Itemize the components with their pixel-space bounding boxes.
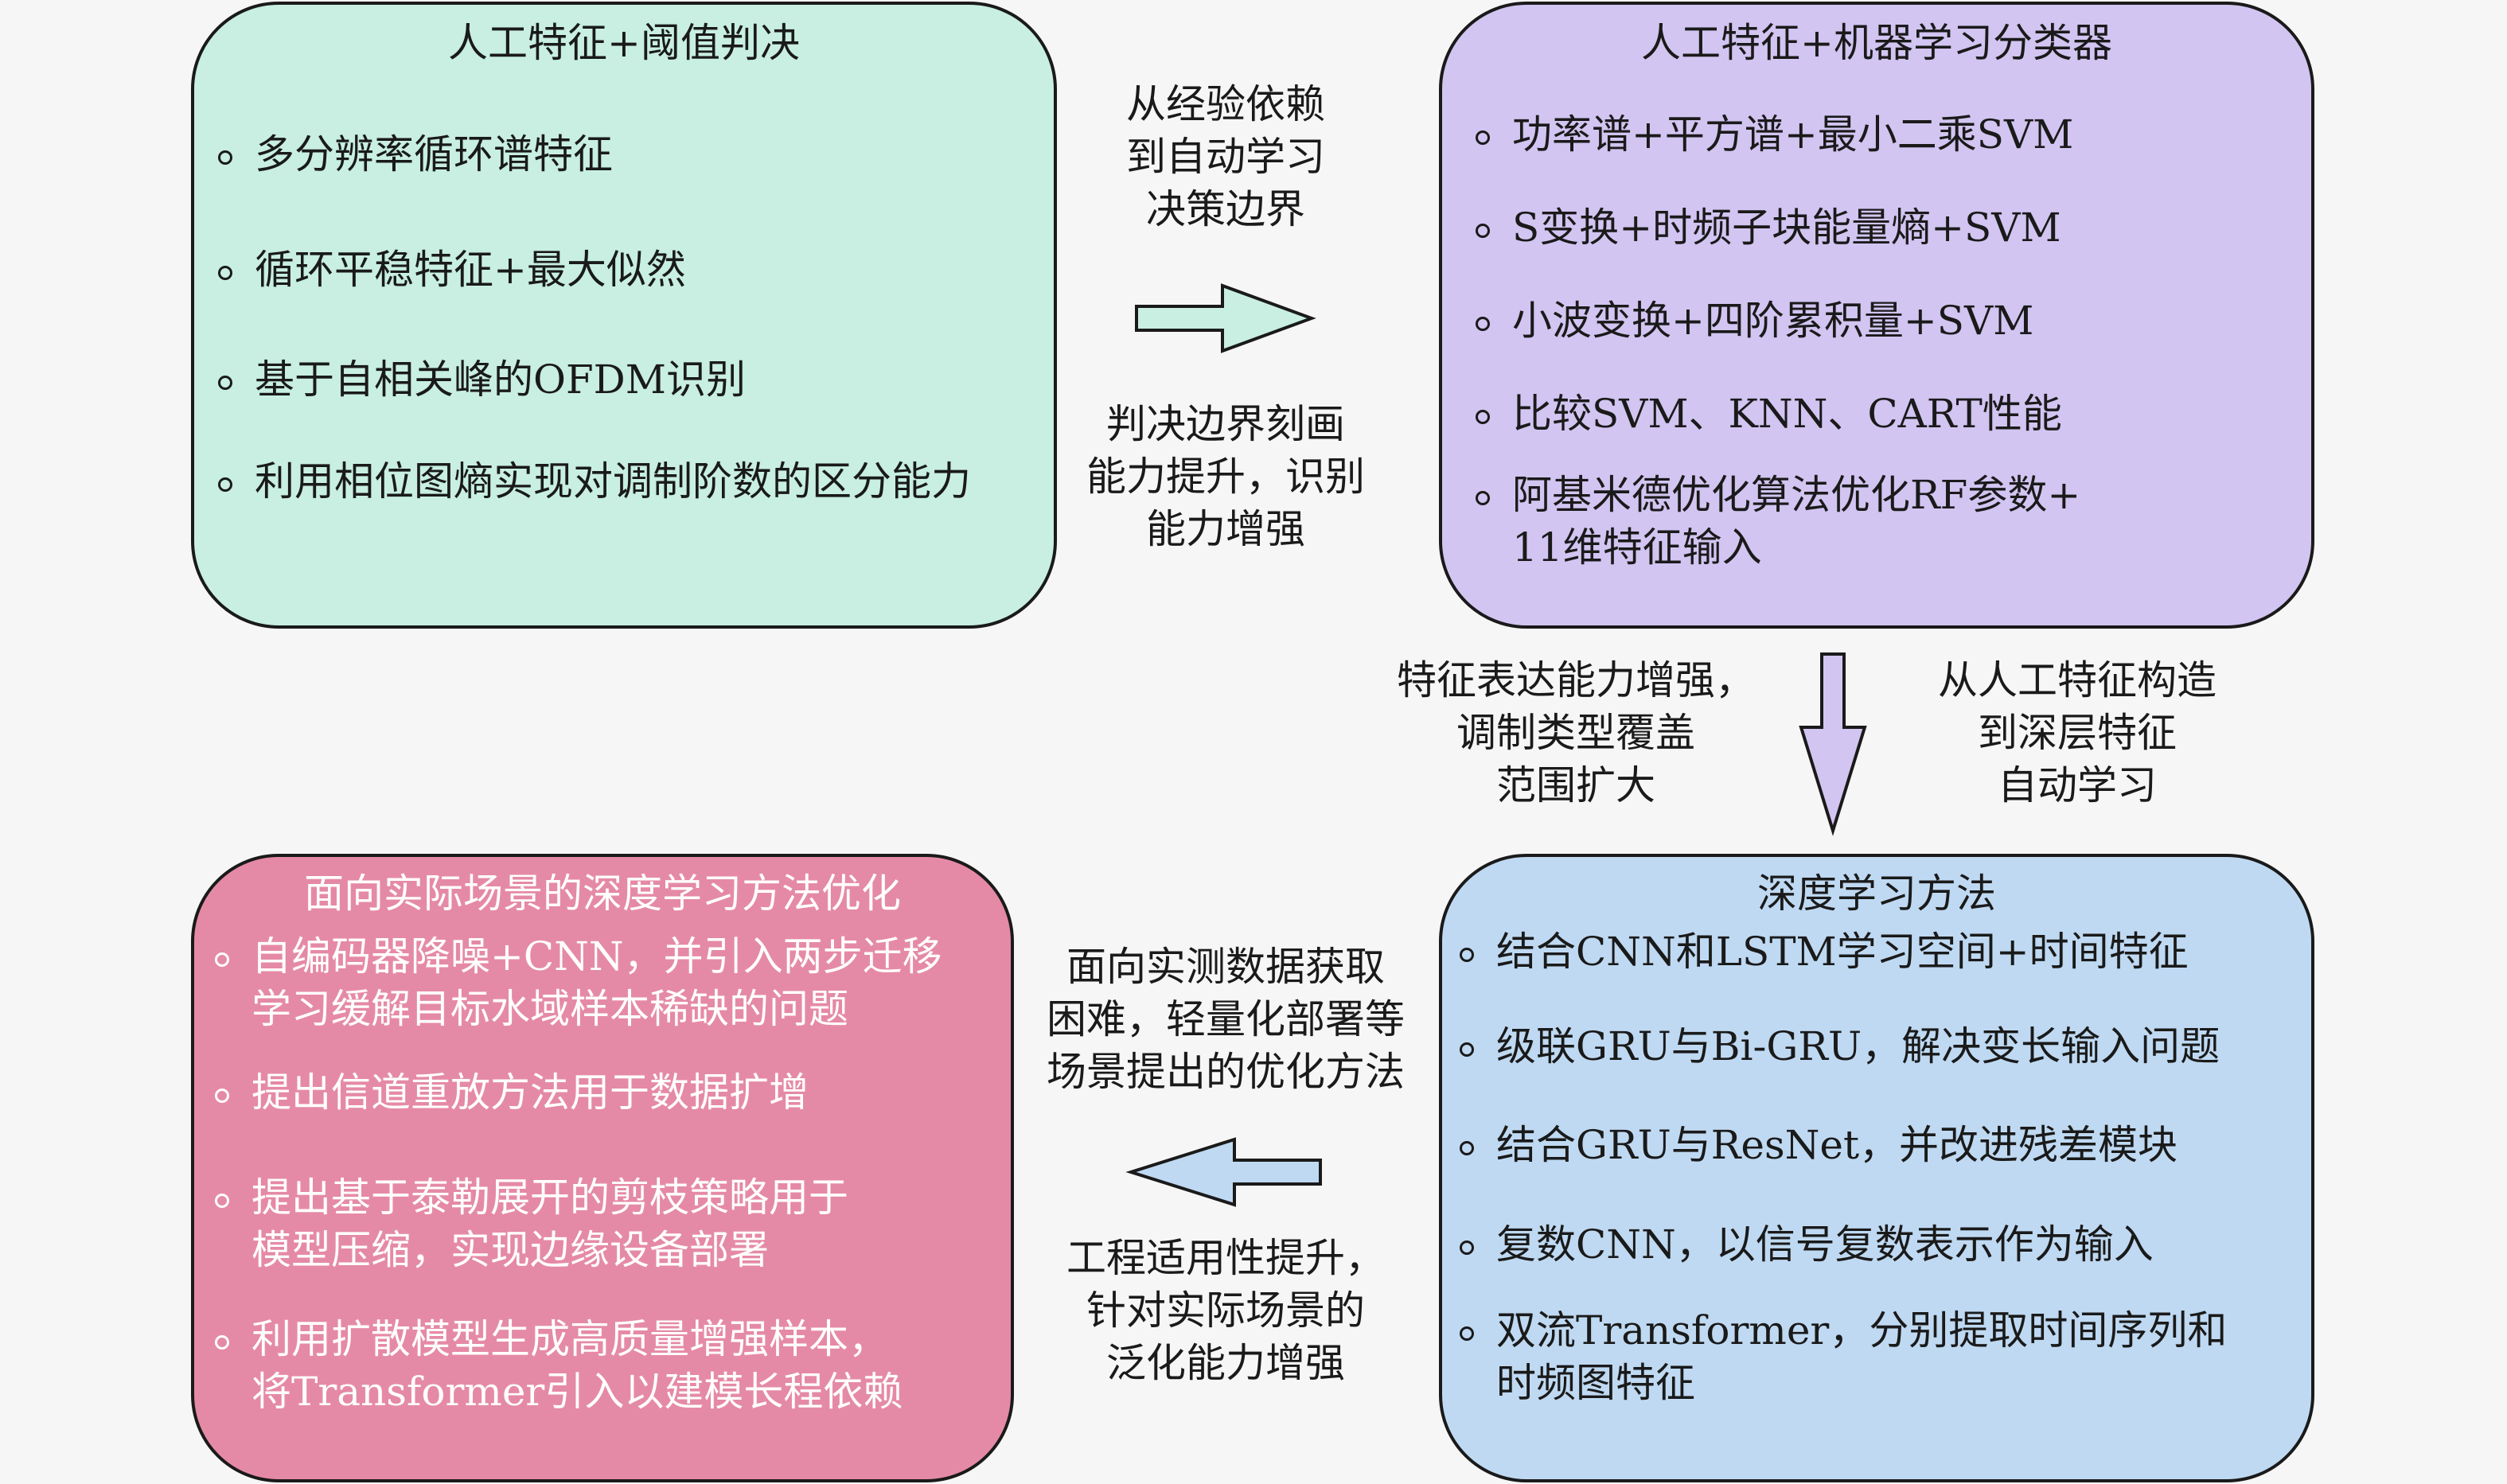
list-item: 结合GRU与ResNet，并改进残差模块 [1460,1119,2178,1171]
list-item: 双流Transformer，分别提取时间序列和时频图特征 [1460,1304,2227,1409]
item-text: 基于自相关峰的OFDM识别 [255,356,746,403]
arrow-left-icon [1125,1137,1322,1207]
item-text: S变换+时频子块能量熵+SVM [1512,204,2061,251]
box-manual-features-ml-classifier: 人工特征+机器学习分类器 功率谱+平方谱+最小二乘SVM S变换+时频子块能量熵… [1439,2,2314,629]
bullet-icon [1476,317,1490,331]
item-text: 提出信道重放方法用于数据扩增 [251,1069,809,1116]
bullet-icon [1460,1326,1474,1341]
list-item: 多分辨率循环谱特征 [218,128,613,181]
bullet-icon [1460,1042,1474,1057]
bullet-icon [215,952,229,967]
item-text-line: 提出基于泰勒展开的剪枝策略用于 [251,1174,848,1221]
item-text: 比较SVM、KNN、CART性能 [1512,391,2062,437]
item-text-line: 模型压缩，实现边缘设备部署 [251,1227,769,1273]
list-item: 阿基米德优化算法优化RF参数+ 11维特征输入 [1476,469,2080,574]
bullet-icon [1476,130,1490,145]
item-text-line: 双流Transformer，分别提取时间序列和 [1496,1307,2228,1354]
arrow-down-icon [1799,652,1867,836]
list-item: 基于自相关峰的OFDM识别 [218,353,746,406]
bullet-icon [215,1335,229,1350]
bullet-icon [1460,1241,1474,1255]
bottom-transition-label-above: 面向实测数据获取 困难，轻量化部署等 场景提出的优化方法 [1047,944,1405,1095]
list-item: 提出信道重放方法用于数据扩增 [215,1066,809,1119]
bullet-icon [215,1194,229,1208]
item-text: 结合GRU与ResNet，并改进残差模块 [1496,1122,2178,1168]
list-item: 利用相位图熵实现对调制阶数的区分能力 [218,455,971,508]
bullet-icon [218,376,232,390]
arrow-right-icon [1135,283,1316,353]
box-title: 人工特征+阈值判决 [448,20,800,66]
box-practical-scenario-optimization: 面向实际场景的深度学习方法优化 自编码器降噪+CNN，并引入两步迁移学习缓解目标… [191,854,1014,1482]
item-text: 利用相位图熵实现对调制阶数的区分能力 [255,458,971,504]
box-title: 面向实际场景的深度学习方法优化 [304,871,901,917]
box-title: 深度学习方法 [1757,871,1996,917]
box-deep-learning-methods: 深度学习方法 结合CNN和LSTM学习空间+时间特征 级联GRU与Bi-GRU，… [1439,854,2314,1482]
item-text: 循环平稳特征+最大似然 [255,247,686,293]
right-transition-label-right: 从人工特征构造 到深层特征 自动学习 [1938,657,2217,808]
list-item: 利用扩散模型生成高质量增强样本， 将Transformer引入以建模长程依赖 [215,1313,903,1418]
list-item: 结合CNN和LSTM学习空间+时间特征 [1460,925,2189,978]
list-item: 级联GRU与Bi-GRU，解决变长输入问题 [1460,1020,2220,1073]
list-item: S变换+时频子块能量熵+SVM [1476,201,2061,254]
bullet-icon [1460,1141,1474,1155]
item-text: 多分辨率循环谱特征 [255,131,613,177]
item-text: 复数CNN，以信号复数表示作为输入 [1496,1221,2154,1268]
right-transition-label-left: 特征表达能力增强， 调制类型覆盖 范围扩大 [1397,657,1755,808]
list-item: 循环平稳特征+最大似然 [218,243,686,296]
bullet-icon [218,266,232,280]
item-text-line: 自编码器降噪+CNN，并引入两步迁移 [251,933,942,980]
item-text-line: 阿基米德优化算法优化RF参数+ [1512,472,2081,518]
bottom-transition-label-below: 工程适用性提升， 针对实际场景的 泛化能力增强 [1066,1235,1385,1386]
list-item: 功率谱+平方谱+最小二乘SVM [1476,108,2073,161]
bullet-icon [218,477,232,492]
list-item: 自编码器降噪+CNN，并引入两步迁移学习缓解目标水域样本稀缺的问题 [215,930,942,1035]
item-text-line: 利用扩散模型生成高质量增强样本， [251,1316,888,1362]
bullet-icon [1476,491,1490,505]
item-text: 级联GRU与Bi-GRU，解决变长输入问题 [1496,1023,2220,1069]
item-text: 小波变换+四阶累积量+SVM [1512,298,2034,344]
bullet-icon [218,150,232,165]
list-item: 提出基于泰勒展开的剪枝策略用于模型压缩，实现边缘设备部署 [215,1171,848,1276]
box-title: 人工特征+机器学习分类器 [1641,20,2112,66]
list-item: 比较SVM、KNN、CART性能 [1476,388,2062,440]
box-manual-features-threshold: 人工特征+阈值判决 多分辨率循环谱特征 循环平稳特征+最大似然 基于自相关峰的O… [191,2,1057,629]
bullet-icon [1476,224,1490,238]
item-text-line: 学习缓解目标水域样本稀缺的问题 [251,986,848,1032]
list-item: 小波变换+四阶累积量+SVM [1476,294,2033,347]
bullet-icon [1460,948,1474,962]
item-text-line: 时频图特征 [1496,1360,1695,1406]
top-transition-label-above: 从经验依赖 到自动学习 决策边界 [1126,81,1325,232]
bullet-icon [215,1089,229,1103]
bullet-icon [1476,410,1490,424]
list-item: 复数CNN，以信号复数表示作为输入 [1460,1218,2154,1271]
item-text: 结合CNN和LSTM学习空间+时间特征 [1496,929,2189,975]
item-text: 功率谱+平方谱+最小二乘SVM [1512,111,2074,158]
item-text-line: 将Transformer引入以建模长程依赖 [251,1369,903,1415]
top-transition-label-below: 判决边界刻画 能力提升，识别 能力增强 [1086,401,1365,552]
item-text-line: 11维特征输入 [1512,524,1762,571]
